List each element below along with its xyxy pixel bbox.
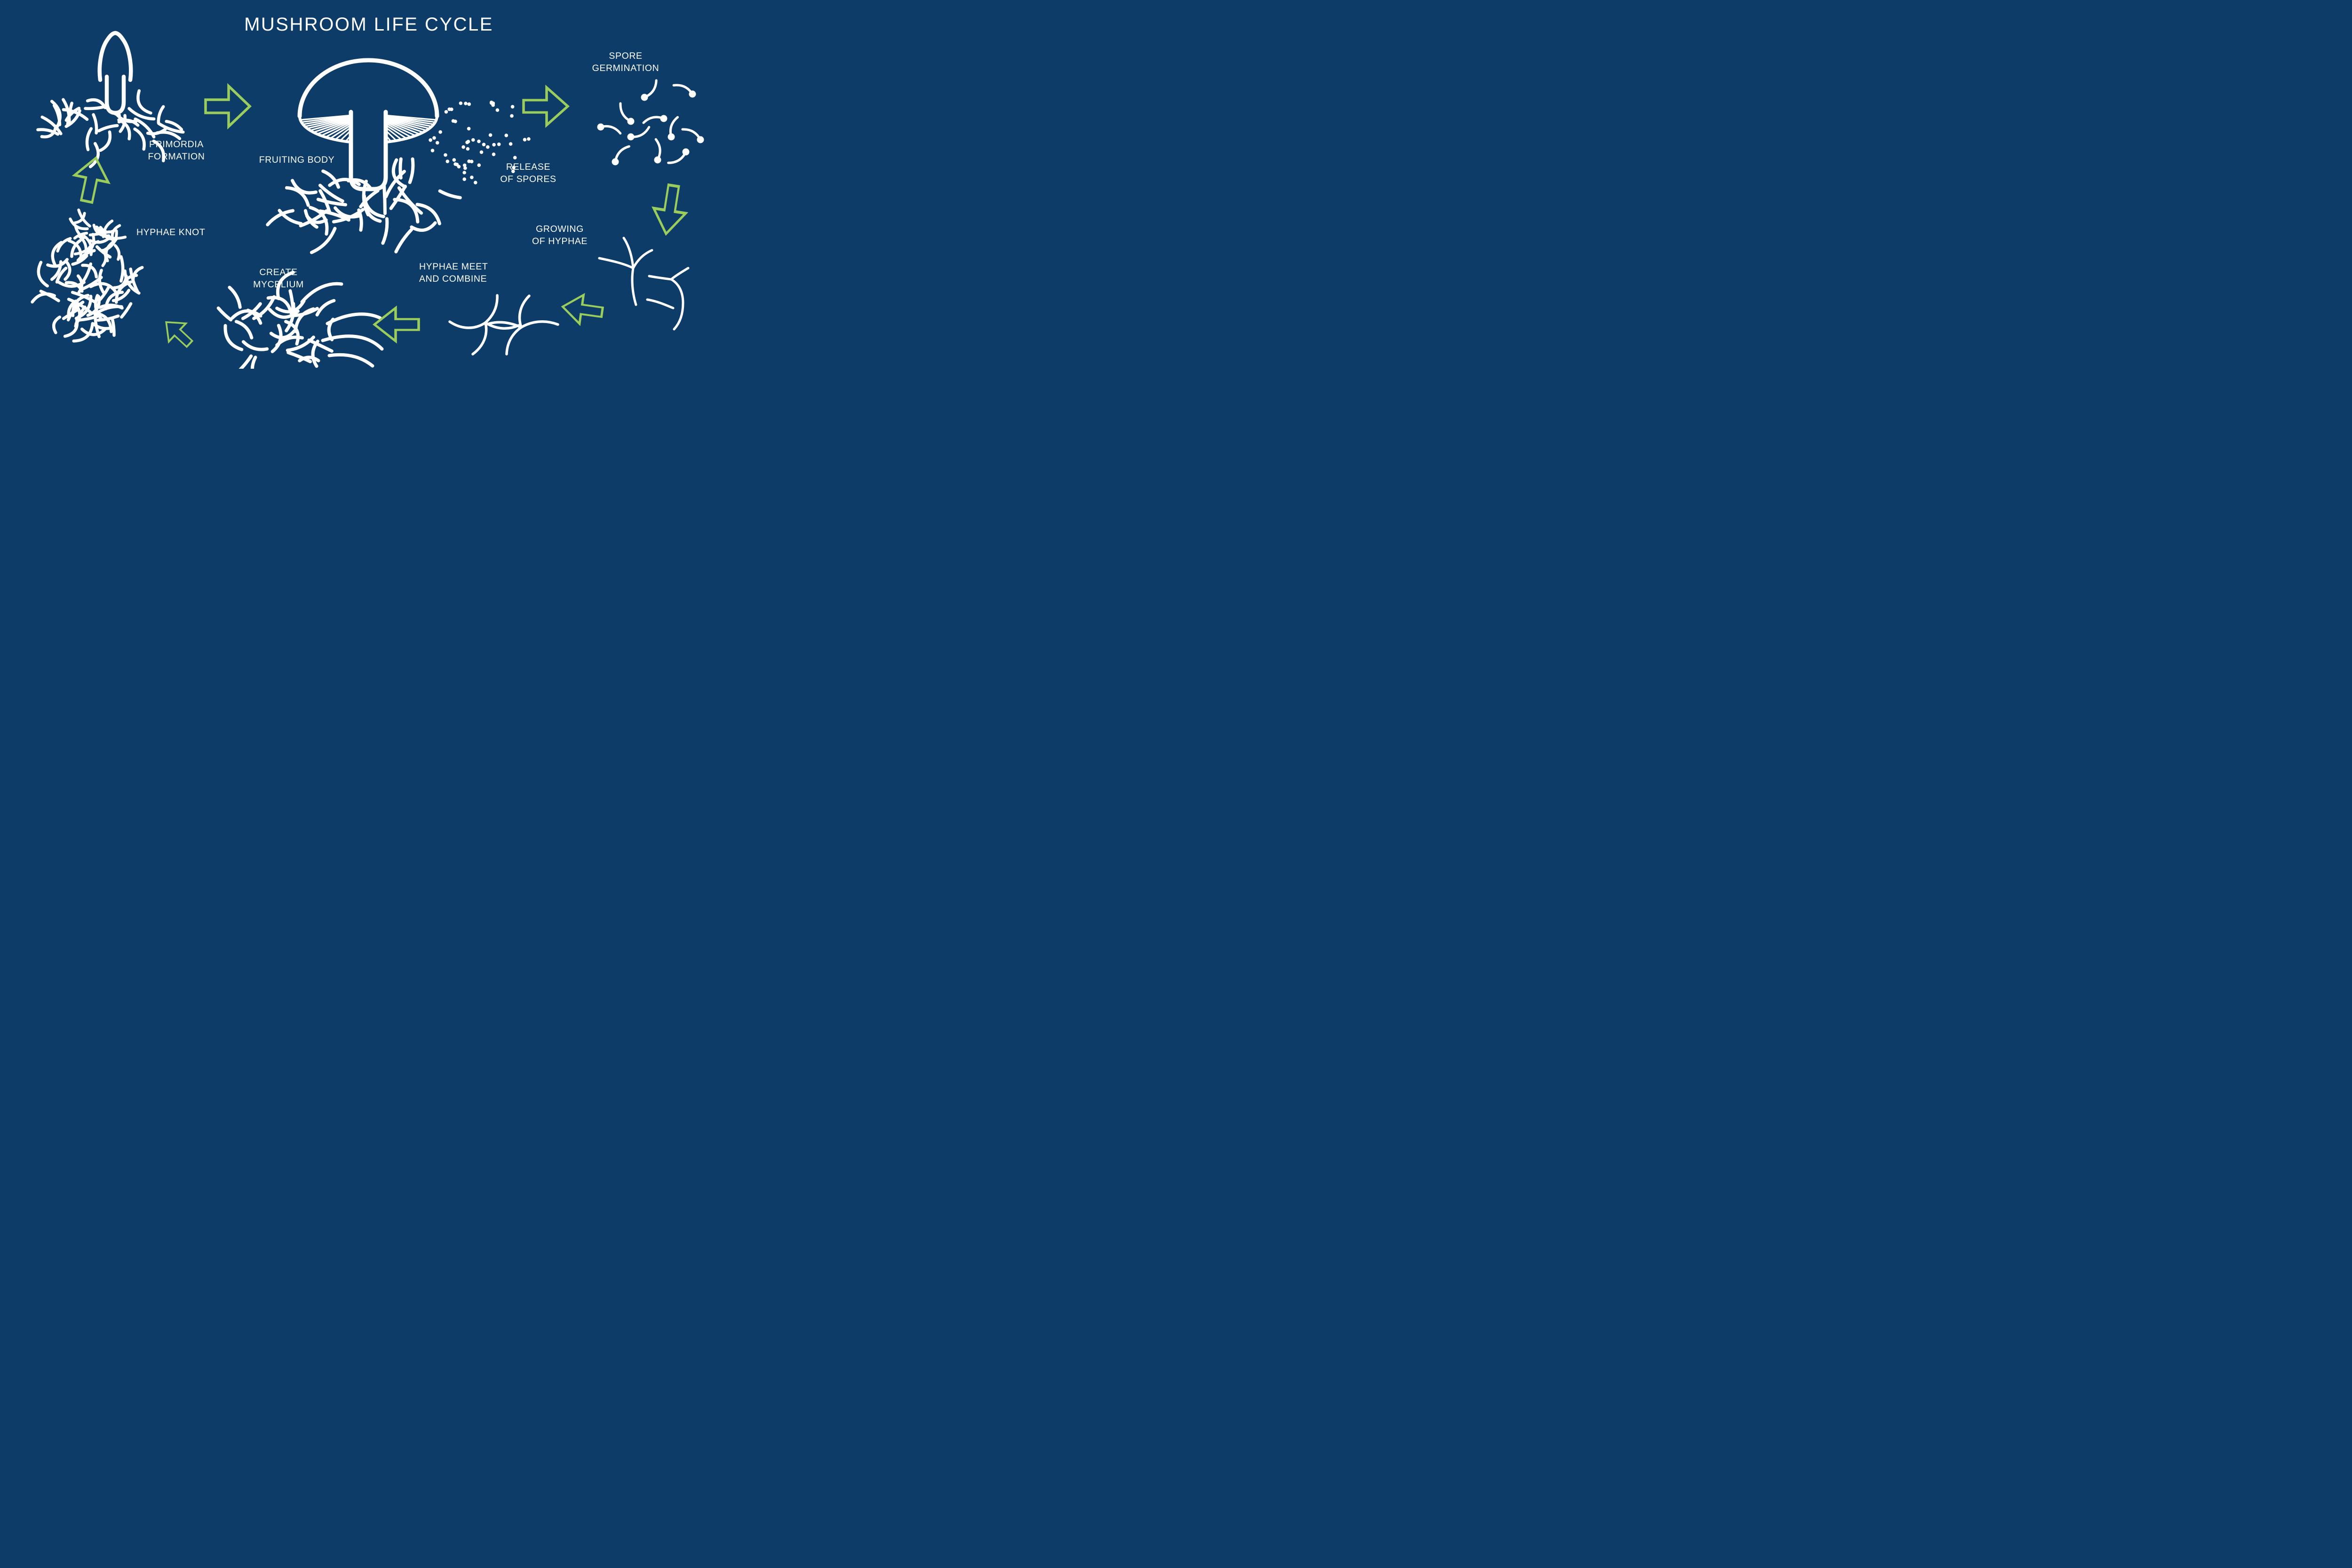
hyphae-knot-icon (31, 208, 144, 343)
hyphae-meet-icon (448, 294, 559, 356)
fruiting-body-mushroom-icon (266, 58, 462, 254)
stage-label-spore-germination: SPORE GERMINATION (592, 51, 660, 73)
stage-label-growing-of-hyphae: GROWING OF HYPHAE (532, 224, 588, 246)
mushroom-life-cycle-diagram: MUSHROOM LIFE CYCLE PRIMORDIA FORMATION … (0, 0, 738, 369)
arrow-knot-to-primordia-icon (72, 156, 111, 204)
stage-label-hyphae-knot: HYPHAE KNOT (136, 227, 206, 238)
arrow-growing-to-meet-icon (561, 293, 604, 326)
stage-label-hyphae-meet-and-combine: HYPHAE MEET AND COMBINE (419, 261, 488, 284)
arrow-mycelium-to-knot-icon (165, 321, 194, 348)
primordia-mushroom-icon (36, 31, 185, 168)
arrow-germination-to-growing-icon (652, 183, 689, 236)
arrow-release-to-germination-icon (522, 85, 570, 128)
stage-label-fruiting-body: FRUITING BODY (259, 155, 335, 165)
stage-label-release-of-spores: RELEASE OF SPORES (500, 162, 556, 184)
stage-label-create-mycelium: CREATE MYCELIUM (253, 267, 304, 290)
spore-cloud-icon (429, 100, 531, 185)
growing-hyphae-icon (598, 237, 690, 331)
stage-label-primordia-formation: PRIMORDIA FORMATION (148, 139, 205, 162)
germinating-spores-icon (597, 79, 704, 166)
diagram-title: MUSHROOM LIFE CYCLE (244, 14, 493, 35)
arrow-primordia-to-fruiting-icon (204, 83, 252, 130)
mycelium-icon (216, 270, 384, 369)
diagram-canvas (31, 31, 704, 369)
arrow-meet-to-mycelium-icon (373, 305, 420, 344)
